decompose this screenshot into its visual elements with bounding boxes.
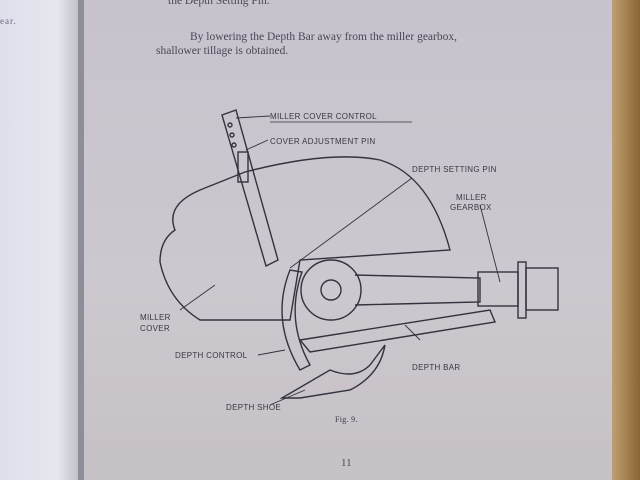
page-gutter xyxy=(78,0,86,480)
label-miller-cover-line2: COVER xyxy=(140,324,170,333)
label-depth-control: DEPTH CONTROL xyxy=(175,351,248,360)
main-page xyxy=(84,0,616,480)
table-surface xyxy=(612,0,640,480)
miller-cover xyxy=(159,156,451,321)
depth-control xyxy=(281,269,311,371)
label-depth-shoe: DEPTH SHOE xyxy=(226,403,281,412)
drive-shaft xyxy=(354,274,481,306)
label-miller-gearbox-line2: GEARBOX xyxy=(450,203,492,212)
miller-hub xyxy=(300,259,362,321)
paragraph-depth-bar: By lowering the Depth Bar away from the … xyxy=(156,30,556,58)
page-number: 11 xyxy=(341,457,352,469)
label-depth-bar: DEPTH BAR xyxy=(412,363,461,372)
label-miller-cover-line1: MILLER xyxy=(140,313,171,322)
label-cover-adjustment-pin: COVER ADJUSTMENT PIN xyxy=(270,137,375,146)
depth-bar xyxy=(298,309,496,353)
label-miller-gearbox-line1: MILLER xyxy=(456,193,487,202)
label-depth-setting-pin: DEPTH SETTING PIN xyxy=(412,165,497,174)
miller-cover-control-lever xyxy=(221,109,279,268)
depth-shoe xyxy=(279,344,386,399)
label-miller-cover-control: MILLER COVER CONTROL xyxy=(270,112,377,121)
paragraph-line: By lowering the Depth Bar away from the … xyxy=(190,31,457,43)
miller-gearbox xyxy=(477,271,519,307)
paragraph-tail: the Depth Setting Pin. xyxy=(168,0,270,7)
left-page: ear. xyxy=(0,0,82,480)
cover-adjustment-pin xyxy=(237,151,249,183)
figure-caption: Fig. 9. xyxy=(335,415,358,424)
left-page-text-fragment: ear. xyxy=(0,16,17,26)
paragraph-line: shallower tillage is obtained. xyxy=(156,45,289,57)
